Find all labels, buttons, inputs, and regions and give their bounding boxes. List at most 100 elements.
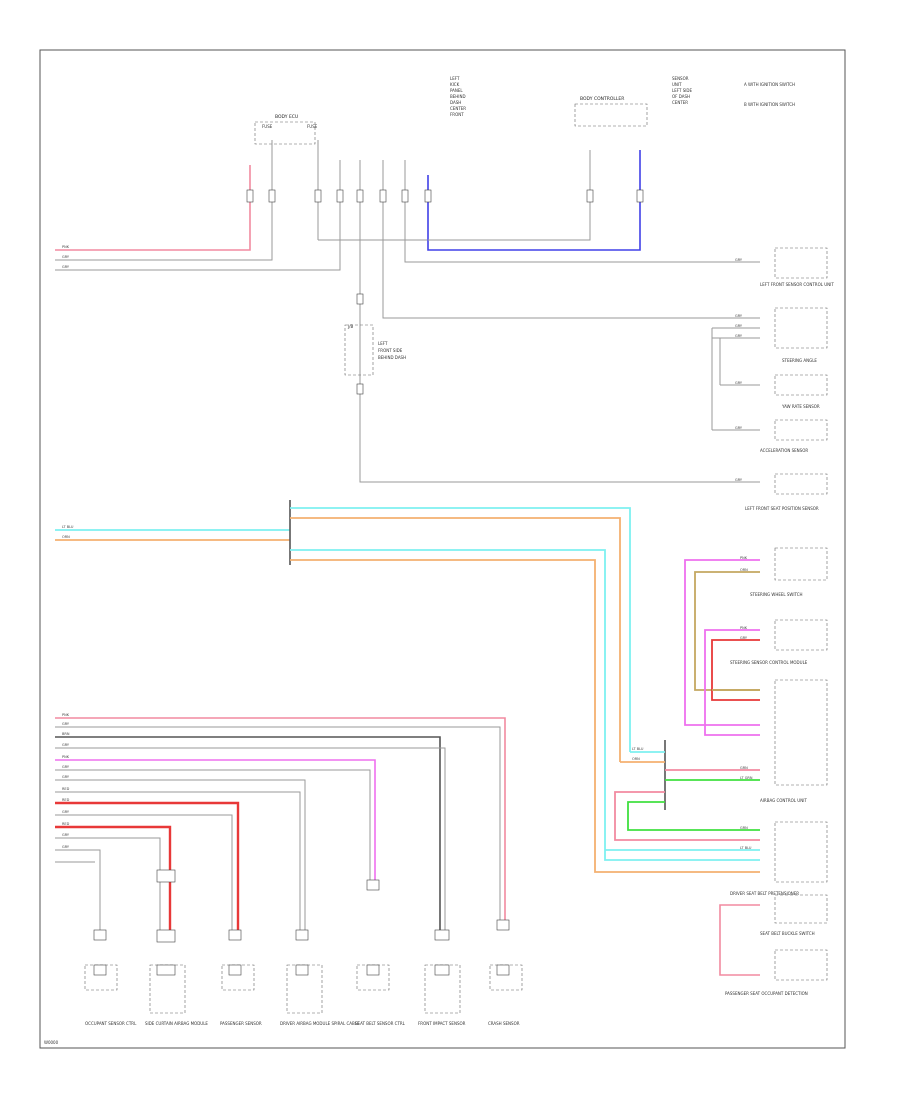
bconn-4 bbox=[156, 964, 176, 976]
component-label-0: OCCUPANT SENSOR CTRL bbox=[85, 1021, 137, 1026]
right-code-5: GRY bbox=[735, 426, 743, 430]
component-label-4: SEAT BELT SENSOR CTRL bbox=[355, 1021, 406, 1026]
bwire-4 bbox=[55, 759, 376, 880]
bconn-5 bbox=[228, 929, 242, 941]
splice-note-2: FRONT SIDE bbox=[378, 348, 403, 353]
bwire-6 bbox=[55, 779, 306, 930]
module-label-1: STEERING ANGLE bbox=[782, 358, 817, 363]
right-code-3: GRY bbox=[735, 334, 743, 338]
module-label-7: AIRBAG CONTROL UNIT bbox=[760, 798, 807, 803]
component-label-2: PASSENGER SENSOR bbox=[220, 1021, 262, 1026]
bconn-12 bbox=[434, 964, 450, 976]
ground-notes: LEFT KICK PANEL BEHIND DASH CENTER FRONT bbox=[450, 76, 466, 117]
junction-block: J/B LEFT FRONT SIDE BEHIND DASH bbox=[344, 324, 406, 376]
legend-b: B WITH IGNITION SWITCH bbox=[744, 102, 795, 107]
bwire-2 bbox=[55, 736, 441, 930]
component-label-6: CRASH SENSOR bbox=[488, 1021, 520, 1026]
conn-top-7 bbox=[401, 189, 409, 203]
mid-wiring: LT BLU ORN bbox=[55, 500, 760, 873]
footer-id: W0000 bbox=[44, 1040, 59, 1045]
bottom-wire-5: GRY bbox=[62, 765, 70, 769]
mid-wire-1: ORN bbox=[62, 535, 70, 539]
bottom-wire-8: RED bbox=[62, 798, 70, 802]
key-note-2: LEFT SIDE bbox=[672, 88, 693, 93]
top-connectors bbox=[246, 189, 644, 395]
module-box-0 bbox=[774, 247, 828, 279]
wire-gray-to-sensor-2 bbox=[382, 160, 760, 319]
left-wire-0: PNK bbox=[62, 245, 70, 249]
component-label-5: FRONT IMPACT SENSOR bbox=[418, 1021, 466, 1026]
module-box-5 bbox=[774, 547, 828, 581]
module-box-6 bbox=[774, 619, 828, 651]
right-code-6: GRY bbox=[735, 478, 743, 482]
top-section: BODY ECU FUSE FUSE LEFT KICK PANEL BEHIN… bbox=[254, 76, 795, 145]
wire-cyan-r2 bbox=[290, 549, 760, 861]
left-wire-labels: PNK GRY GRY bbox=[62, 245, 70, 269]
ground-note-0: LEFT bbox=[450, 76, 460, 81]
right-code-15: LT BLU bbox=[740, 846, 752, 850]
bwire-3 bbox=[55, 747, 446, 930]
right-code-1: GRY bbox=[735, 314, 743, 318]
right-code-0: GRY bbox=[735, 258, 743, 262]
steering-wiring bbox=[684, 559, 760, 736]
module-label-6: STEERING SENSOR CONTROL MODULE bbox=[730, 660, 808, 665]
module-label-2: YAW RATE SENSOR bbox=[781, 404, 820, 409]
component-label-3: DRIVER AIRBAG MODULE SPIRAL CABLE bbox=[280, 1021, 360, 1026]
wire-pink-bottom-right bbox=[719, 904, 760, 976]
bottom-wire-3: GRY bbox=[62, 743, 70, 747]
ground-note-4: DASH bbox=[450, 100, 461, 105]
bottom-wire-7: RED bbox=[62, 787, 70, 791]
wire-orange-r1 bbox=[290, 517, 621, 762]
key-note-0: SENSOR bbox=[672, 76, 689, 81]
conn-mid-1 bbox=[356, 293, 364, 305]
bottom-wire-12: GRY bbox=[62, 845, 70, 849]
ground-note-1: KICK bbox=[450, 82, 460, 87]
right-sensor-wiring bbox=[711, 327, 760, 431]
right-code-4: GRY bbox=[735, 381, 743, 385]
bottom-wire-labels: PNK GRY BRN GRY PNK GRY GRY RED RED GRY … bbox=[62, 713, 70, 849]
bconn-3 bbox=[156, 929, 176, 943]
bconn-10 bbox=[366, 964, 380, 976]
key-note-4: CENTER bbox=[672, 100, 688, 105]
bconn-1 bbox=[93, 964, 107, 976]
bottom-wire-10: RED bbox=[62, 822, 70, 826]
bwire-0 bbox=[55, 717, 506, 920]
bconn-2 bbox=[156, 869, 176, 883]
right-code-9: PNK bbox=[740, 626, 748, 630]
wire-magenta-1 bbox=[684, 559, 760, 726]
conn-top-1 bbox=[246, 189, 254, 203]
bottom-wire-4: PNK bbox=[62, 755, 70, 759]
key-note-1: UNIT bbox=[672, 82, 682, 87]
right-code-14: LT GRN bbox=[740, 776, 753, 780]
bconn-9 bbox=[366, 879, 380, 891]
right-code-11: LT BLU bbox=[632, 747, 644, 751]
fuse-block-outline bbox=[254, 121, 316, 145]
bconn-11 bbox=[434, 929, 450, 941]
bwire-5 bbox=[55, 769, 371, 880]
conn-top-2 bbox=[268, 189, 276, 203]
module-label-5: STEERING WHEEL SWITCH bbox=[750, 592, 803, 597]
module-box-3 bbox=[774, 419, 828, 441]
module-box-8 bbox=[774, 821, 828, 883]
module-box-9 bbox=[774, 894, 828, 924]
right-code-10: GRY bbox=[740, 636, 748, 640]
junction-block-outline bbox=[344, 324, 374, 376]
bconn-7 bbox=[295, 929, 309, 941]
left-wire-1: GRY bbox=[62, 255, 70, 259]
left-wire-2: GRY bbox=[62, 265, 70, 269]
bwire-1 bbox=[55, 726, 501, 920]
module-box-4 bbox=[774, 473, 828, 495]
module-label-0: LEFT FRONT SENSOR CONTROL UNIT bbox=[760, 282, 834, 287]
bottom-wire-2: BRN bbox=[62, 732, 70, 736]
component-label-1: SIDE CURTAIN AIRBAG MODULE bbox=[145, 1021, 208, 1026]
key-note-3: OF DASH bbox=[672, 94, 690, 99]
bottom-wires bbox=[55, 717, 506, 930]
wire-orange-r2 bbox=[290, 559, 760, 873]
ground-note-3: BEHIND bbox=[450, 94, 466, 99]
ground-note-5: CENTER bbox=[450, 106, 466, 111]
bconn-8 bbox=[295, 964, 309, 976]
right-code-8: ORN bbox=[740, 568, 748, 572]
module-label-3: ACCELERATION SENSOR bbox=[760, 448, 808, 453]
wire-blue bbox=[427, 150, 641, 251]
